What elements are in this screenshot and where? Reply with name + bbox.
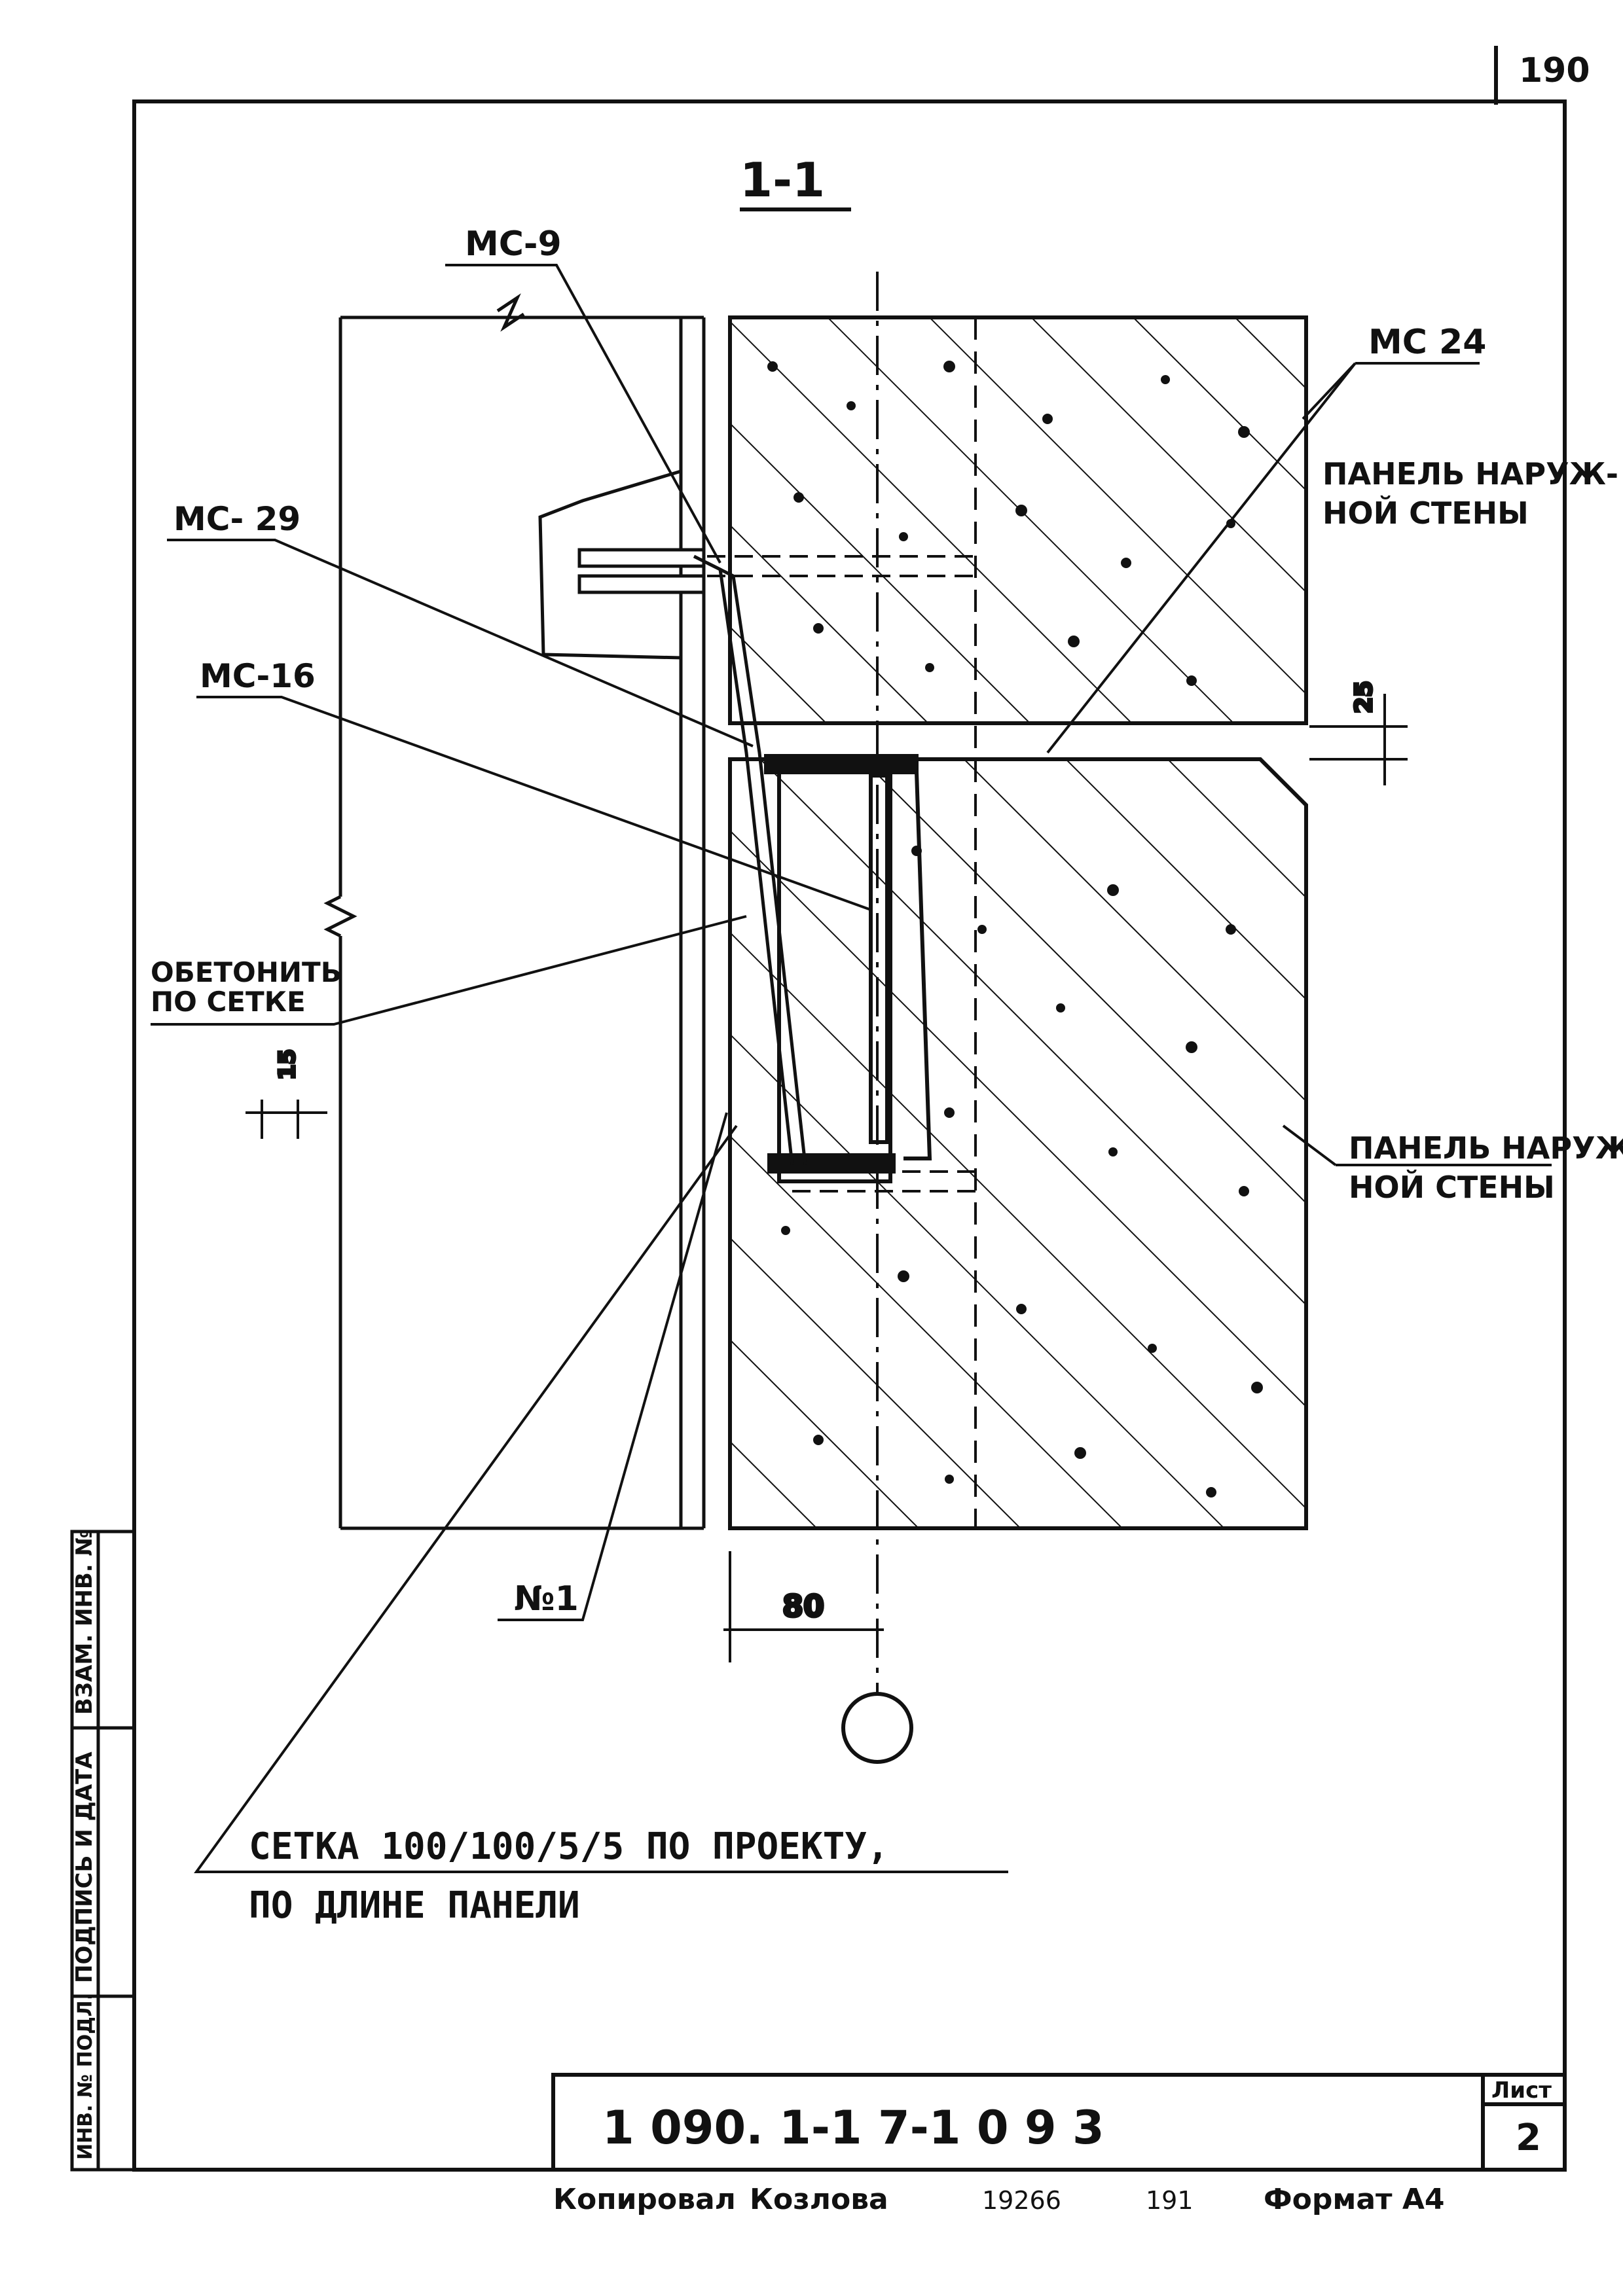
label-mc16: МС-16 [200,657,316,695]
label-mc29: МС- 29 [173,500,301,538]
rod-mc29 [693,554,807,1166]
title-block-sheet-label: Лист [1491,2077,1552,2104]
label-mesh-1: СЕТКА 100/100/5/5 ПО ПРОЕКТУ, [249,1825,889,1868]
axis-offset-dimension: 80 [723,1551,884,1662]
sheet-number: 190 [1519,51,1590,90]
label-mc9: МС-9 [465,224,562,264]
title-block [551,2073,1567,2172]
label-panel-lower-2: НОЙ СТЕНЫ [1349,1170,1555,1205]
label-mesh-2: ПО ДЛИНЕ ПАНЕЛИ [249,1884,580,1927]
sheet-number-block: 190 [1494,46,1590,105]
wall-bracket [538,469,706,660]
section-title: 1-1 [740,152,851,211]
gap-dimension-text: 25 [1351,681,1377,713]
label-wrap-2: ПО СЕТКЕ [151,986,306,1018]
label-n1: №1 [514,1579,579,1619]
label-panel-upper-1: ПАНЕЛЬ НАРУЖ- [1322,456,1618,492]
label-mc24: МС 24 [1368,323,1486,362]
axis-marker [841,1692,913,1764]
side-stamp-box3: ИНВ. № ПОДЛ. [74,1993,97,2160]
concrete-aggregate [767,361,1263,1498]
footer-format: Формат А4 [1264,2183,1445,2216]
label-wrap-1: ОБЕТОНИТЬ [151,956,342,988]
title-block-code: 1 090. 1-1 7-1 0 9 3 [602,2101,1104,2155]
side-stamp-box1: ВЗАМ. ИНВ. № [71,1530,98,1715]
upper-panel [728,315,1308,725]
section-title-text: 1-1 [740,152,825,207]
axis-offset-text: 80 [782,1588,824,1624]
lower-panel [728,757,1308,1530]
title-block-sheet-value: 2 [1516,2117,1541,2159]
footer-copied-label: Копировал [553,2183,736,2216]
side-stamp-box2: ПОДПИСЬ И ДАТА [71,1751,98,1983]
side-stamp [70,1530,136,2172]
label-panel-upper-2: НОЙ СТЕНЫ [1322,495,1529,531]
gap-dimension: 25 [1309,679,1408,785]
left-dimension: 15 [246,1048,327,1139]
left-dimension-text: 15 [274,1049,301,1080]
label-panel-lower-1: ПАНЕЛЬ НАРУЖ [1349,1130,1623,1166]
axis-lines [876,272,977,1695]
leader-lines [151,264,1552,1873]
footer-copied-name: Козлова [750,2183,888,2216]
footer-num: 191 [1146,2186,1194,2215]
footer-order-no: 19266 [982,2186,1061,2215]
channel-profile [764,754,932,1183]
